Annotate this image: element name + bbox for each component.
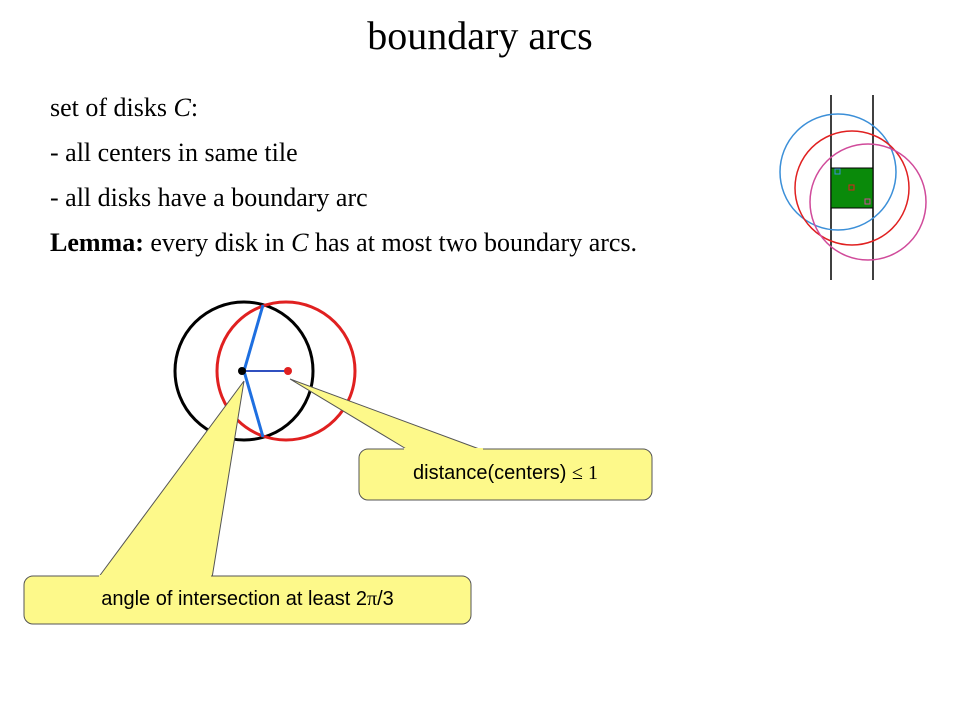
bullet-same-tile: - all centers in same tile [50,138,298,167]
distance-callout-text: distance(centers) ≤ 1 [359,462,652,485]
tile-square [830,167,874,209]
angle-callout-box [23,575,472,625]
angle-callout-text: angle of intersection at least 2π/3 [24,588,471,611]
thumb-red-disk [794,130,910,246]
two-disk-figure [173,300,357,442]
thumb-blue-disk [779,113,897,231]
thumb-blue-center [834,168,841,175]
lemma-line: Lemma: every disk in C has at most two b… [50,228,637,258]
angle-callout [23,380,472,625]
intro-line: set of disks C: [50,93,198,123]
distance-callout-seam [404,448,483,452]
lemma-label: Lemma: [50,228,144,257]
distance-callout-box [358,448,653,501]
distance-text: distance(centers) [413,462,572,484]
angle-callout-pointer [97,380,245,579]
slide-title: boundary arcs [367,13,593,58]
tile-thumbnail [779,95,927,280]
intro-prefix: set of disks [50,93,174,122]
thumb-magenta-center [864,198,871,205]
angle-text: angle of intersection at least 2 [101,588,367,610]
red-center-point [284,367,292,375]
black-center-point [238,367,246,375]
angle-suffix: /3 [377,588,394,610]
leq-symbol: ≤ [571,462,583,484]
distance-callout-pointer [289,378,483,451]
thumb-red-center [848,184,855,191]
intro-suffix: : [190,93,199,122]
intro-var: C [173,93,191,122]
black-disk [173,300,315,442]
distance-value: 1 [582,462,598,484]
lemma-var: C [291,228,309,257]
lemma-text-before: every disk in [143,228,292,257]
thumb-magenta-disk [809,143,927,261]
angle-callout-seam [99,575,211,579]
pi-symbol: π [366,588,378,610]
lemma-text-after: has at most two boundary arcs. [308,228,638,257]
distance-callout [289,378,653,501]
bullet-boundary-arc: - all disks have a boundary arc [50,183,368,212]
red-disk [215,300,357,442]
